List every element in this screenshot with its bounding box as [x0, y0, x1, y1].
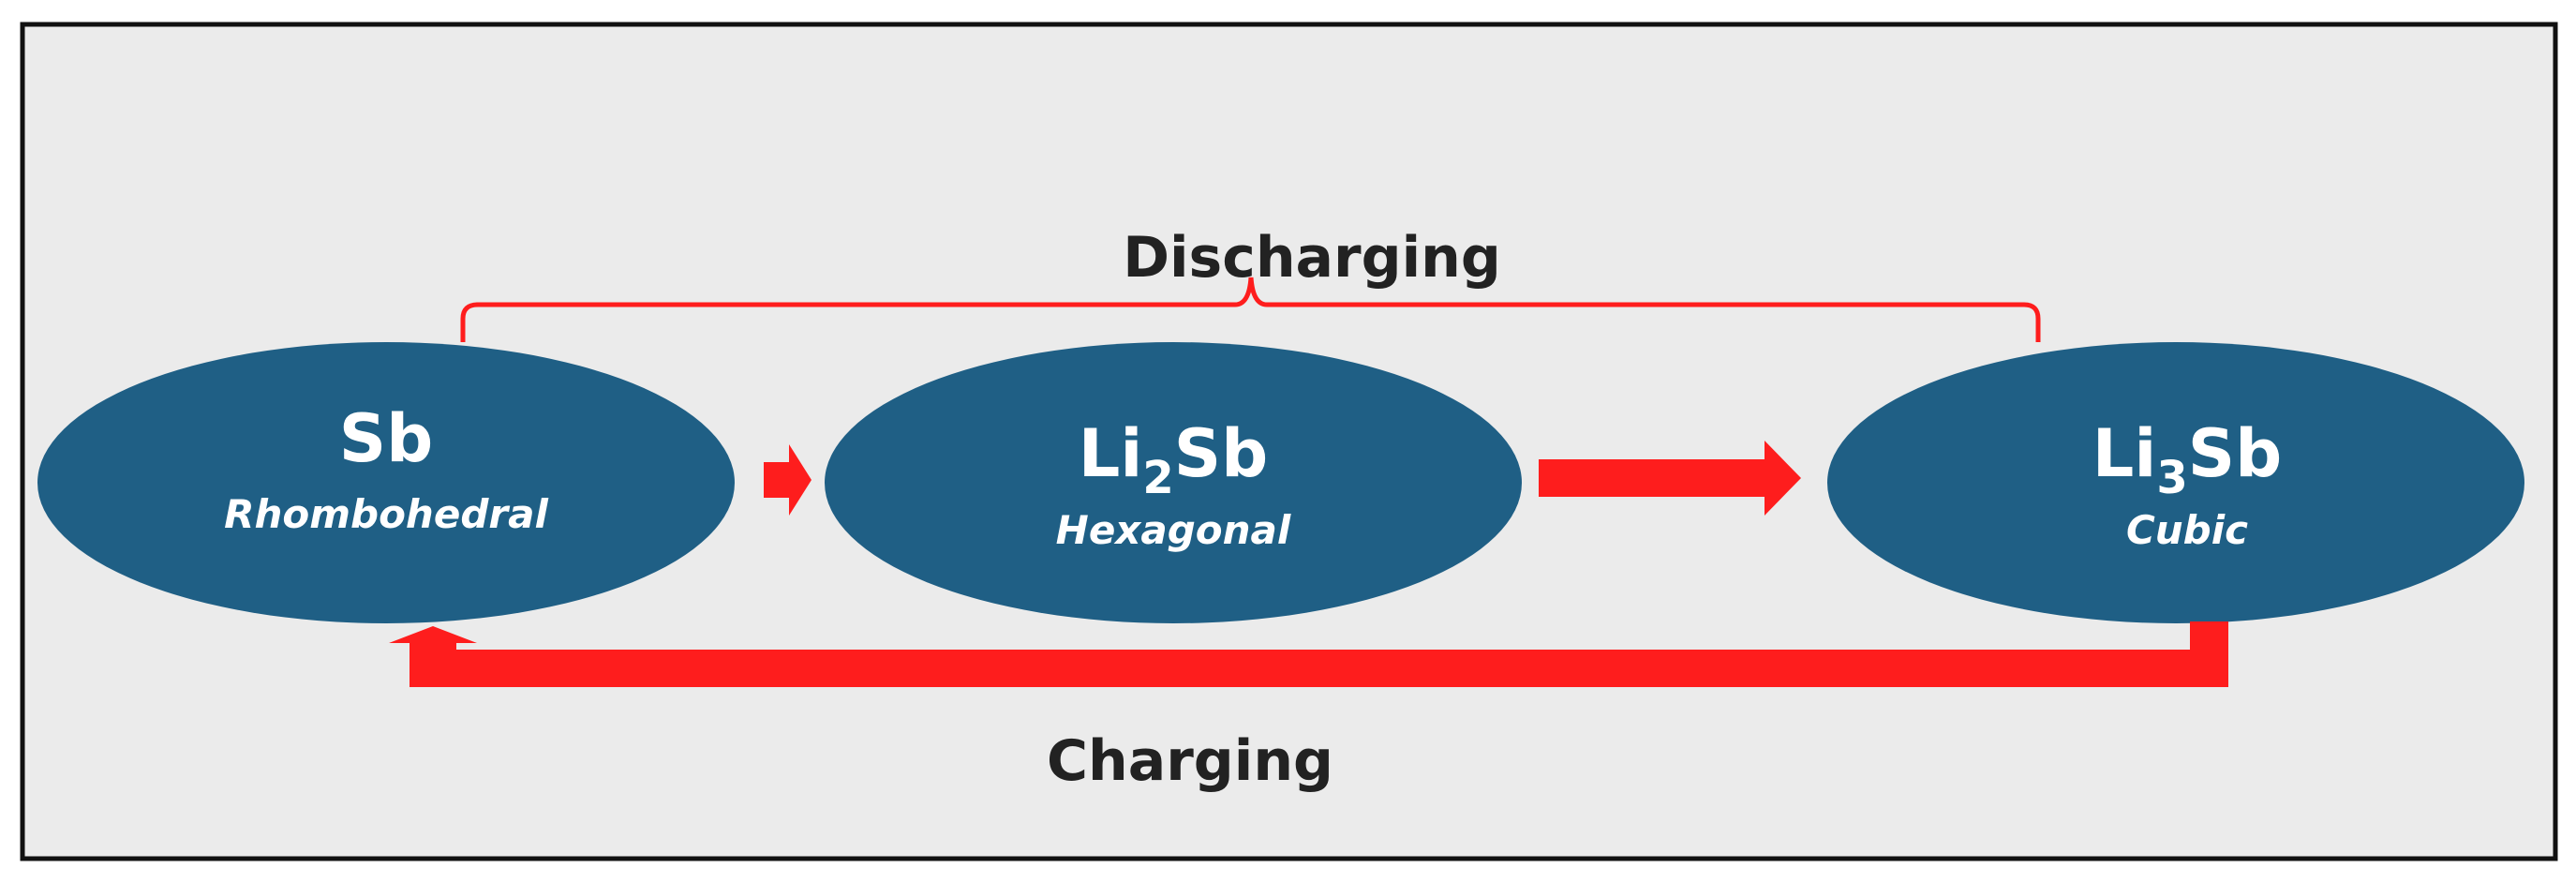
phase-sb-name: Sb [339, 400, 434, 477]
discharging-brace [460, 277, 2041, 342]
sb-ellipse [37, 342, 735, 623]
li2sb-ellipse [825, 342, 1522, 623]
phase-li2sb-name: Li2Sb [1079, 415, 1269, 504]
phase-li3sb-structure: Cubic [2126, 507, 2248, 553]
phase-li3sb-name: Li3Sb [2092, 415, 2283, 504]
discharge-arrow-small [764, 444, 812, 516]
discharge-arrow-large [1539, 441, 1801, 516]
charging-label: Charging [1047, 728, 1333, 794]
discharging-label: Discharging [1123, 225, 1501, 291]
phase-sb-structure: Rhombohedral [224, 491, 548, 537]
phase-li2sb-structure: Hexagonal [1056, 507, 1291, 553]
li3sb-ellipse [1827, 342, 2524, 623]
charging-arrow [389, 621, 2228, 687]
